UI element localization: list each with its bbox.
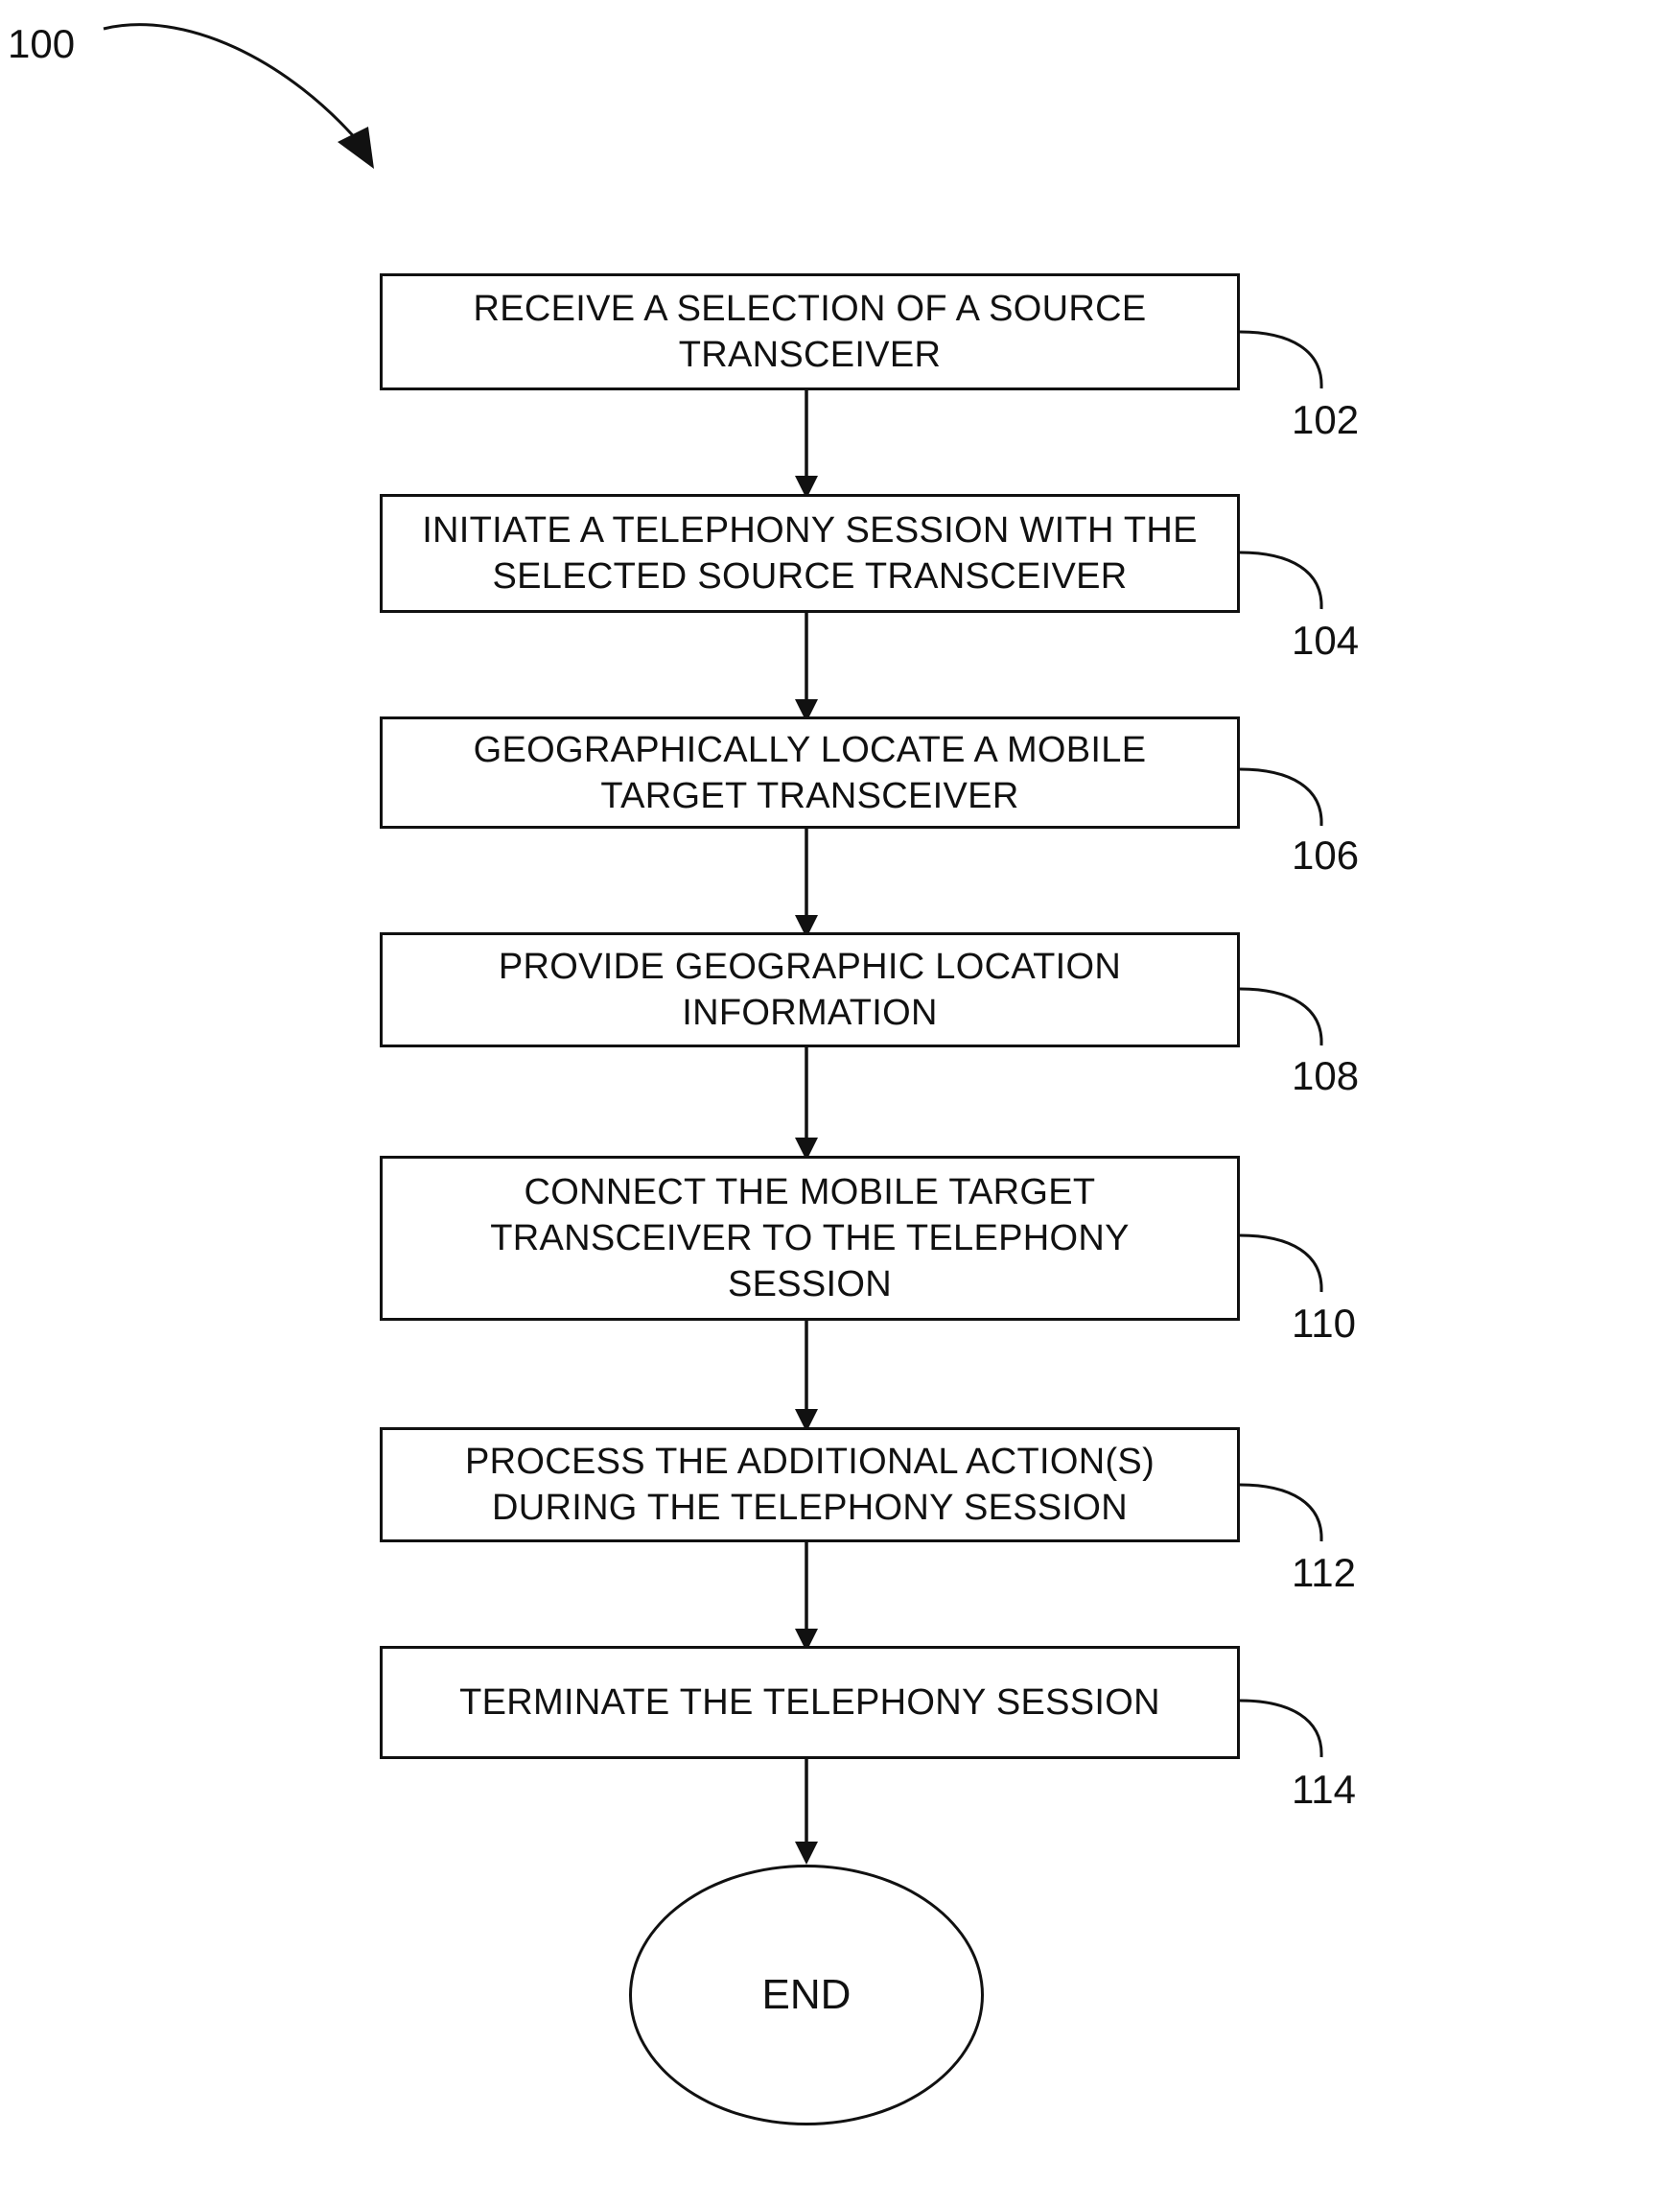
- step-ref-112: 112: [1292, 1550, 1356, 1596]
- leader-108: [1240, 989, 1321, 1045]
- step-text-108: PROVIDE GEOGRAPHIC LOCATION INFORMATION: [417, 944, 1203, 1036]
- figure-leader-arrowhead: [338, 127, 374, 169]
- leader-104: [1240, 552, 1321, 609]
- step-box-108: PROVIDE GEOGRAPHIC LOCATION INFORMATION: [380, 932, 1240, 1047]
- step-text-110: CONNECT THE MOBILE TARGET TRANSCEIVER TO…: [417, 1169, 1203, 1307]
- leader-110: [1240, 1235, 1321, 1292]
- step-box-104: INITIATE A TELEPHONY SESSION WITH THE SE…: [380, 494, 1240, 613]
- step-ref-104: 104: [1292, 618, 1359, 664]
- ref-leaders: [1240, 332, 1321, 1757]
- figure-reference-number: 100: [8, 21, 75, 67]
- end-label: END: [762, 1972, 852, 2018]
- figure-leader-arrow: [104, 25, 364, 149]
- step-text-106: GEOGRAPHICALLY LOCATE A MOBILE TARGET TR…: [417, 727, 1203, 819]
- step-text-114: TERMINATE THE TELEPHONY SESSION: [417, 1679, 1203, 1726]
- step-box-114: TERMINATE THE TELEPHONY SESSION: [380, 1646, 1240, 1759]
- step-box-110: CONNECT THE MOBILE TARGET TRANSCEIVER TO…: [380, 1156, 1240, 1321]
- end-terminal: END: [629, 1865, 984, 2125]
- step-text-104: INITIATE A TELEPHONY SESSION WITH THE SE…: [417, 507, 1203, 599]
- step-box-106: GEOGRAPHICALLY LOCATE A MOBILE TARGET TR…: [380, 716, 1240, 829]
- arrowhead-end: [795, 1842, 818, 1865]
- step-ref-108: 108: [1292, 1053, 1359, 1099]
- step-box-102: RECEIVE A SELECTION OF A SOURCE TRANSCEI…: [380, 273, 1240, 390]
- step-text-112: PROCESS THE ADDITIONAL ACTION(S) DURING …: [417, 1439, 1203, 1531]
- step-text-102: RECEIVE A SELECTION OF A SOURCE TRANSCEI…: [417, 286, 1203, 378]
- step-box-112: PROCESS THE ADDITIONAL ACTION(S) DURING …: [380, 1427, 1240, 1542]
- leader-106: [1240, 769, 1321, 826]
- step-ref-114: 114: [1292, 1767, 1356, 1813]
- step-ref-110: 110: [1292, 1301, 1356, 1347]
- leader-114: [1240, 1701, 1321, 1757]
- step-ref-102: 102: [1292, 397, 1359, 443]
- leader-102: [1240, 332, 1321, 388]
- step-ref-106: 106: [1292, 833, 1359, 879]
- leader-112: [1240, 1485, 1321, 1541]
